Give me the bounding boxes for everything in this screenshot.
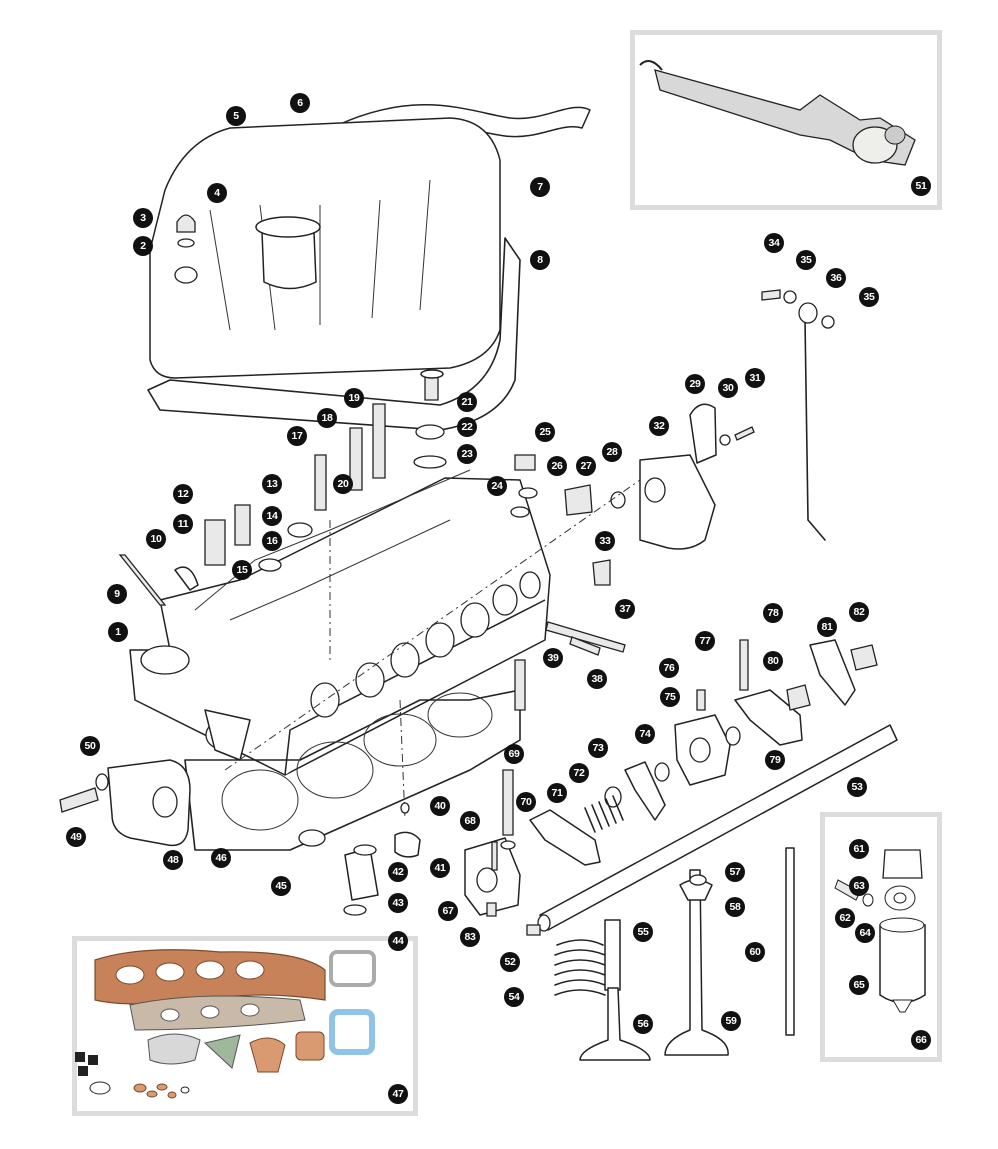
- callout-69: 69: [504, 744, 524, 764]
- callout-42: 42: [388, 862, 408, 882]
- callout-48: 48: [163, 850, 183, 870]
- cover-nut: [176, 214, 196, 233]
- callout-57: 57: [725, 862, 745, 882]
- callout-35b: 35: [859, 287, 879, 307]
- callout-60: 60: [745, 942, 765, 962]
- callout-68: 68: [460, 811, 480, 831]
- callout-27: 27: [576, 456, 596, 476]
- callout-38: 38: [587, 669, 607, 689]
- callout-61: 61: [849, 839, 869, 859]
- callout-12: 12: [173, 484, 193, 504]
- callout-62: 62: [835, 908, 855, 928]
- callout-49: 49: [66, 827, 86, 847]
- callout-71: 71: [547, 783, 567, 803]
- callout-77: 77: [695, 631, 715, 651]
- gasket-set-inset-frame: [72, 936, 418, 1116]
- callout-78: 78: [763, 603, 783, 623]
- callout-34: 34: [764, 233, 784, 253]
- callout-79: 79: [765, 750, 785, 770]
- callout-28: 28: [602, 442, 622, 462]
- callout-56: 56: [633, 1014, 653, 1034]
- manifold-plate: [107, 759, 191, 847]
- callout-44: 44: [388, 931, 408, 951]
- callout-53: 53: [847, 777, 867, 797]
- callout-36: 36: [826, 268, 846, 288]
- callout-80: 80: [763, 651, 783, 671]
- callout-19: 19: [344, 388, 364, 408]
- callout-22: 22: [457, 417, 477, 437]
- callout-73: 73: [588, 738, 608, 758]
- cam-follower-inset-frame: [820, 812, 942, 1062]
- callout-15: 15: [232, 560, 252, 580]
- callout-26: 26: [547, 456, 567, 476]
- callout-17: 17: [287, 426, 307, 446]
- callout-83: 83: [460, 927, 480, 947]
- callout-10: 10: [146, 529, 166, 549]
- callout-32: 32: [649, 416, 669, 436]
- callout-40: 40: [430, 796, 450, 816]
- callout-20: 20: [333, 474, 353, 494]
- callout-35a: 35: [796, 250, 816, 270]
- callout-43: 43: [388, 893, 408, 913]
- callout-64: 64: [855, 923, 875, 943]
- callout-30: 30: [718, 378, 738, 398]
- callout-7: 7: [530, 177, 550, 197]
- callout-24: 24: [487, 476, 507, 496]
- callout-51: 51: [911, 176, 931, 196]
- callout-45: 45: [271, 876, 291, 896]
- callout-31: 31: [745, 368, 765, 388]
- callout-74: 74: [635, 724, 655, 744]
- callout-72: 72: [569, 763, 589, 783]
- callout-18: 18: [317, 408, 337, 428]
- callout-4: 4: [207, 183, 227, 203]
- oil-pipe: [804, 319, 826, 541]
- callout-70: 70: [516, 792, 536, 812]
- callout-11: 11: [173, 514, 193, 534]
- callout-33: 33: [595, 531, 615, 551]
- callout-67: 67: [438, 901, 458, 921]
- callout-25: 25: [535, 422, 555, 442]
- valve-spring: [554, 939, 606, 996]
- pushrod: [785, 847, 795, 1036]
- callout-65: 65: [849, 975, 869, 995]
- callout-76: 76: [659, 658, 679, 678]
- callout-41: 41: [430, 858, 450, 878]
- callout-21: 21: [457, 392, 477, 412]
- callout-81: 81: [817, 617, 837, 637]
- callout-6: 6: [290, 93, 310, 113]
- callout-14: 14: [262, 506, 282, 526]
- callout-50: 50: [80, 736, 100, 756]
- rocker-cover: [149, 117, 501, 379]
- callout-23: 23: [457, 444, 477, 464]
- callout-54: 54: [504, 987, 524, 1007]
- glow-plug-inset-frame: [630, 30, 942, 210]
- callout-82: 82: [849, 602, 869, 622]
- inlet-valve: [579, 987, 651, 1061]
- callout-59: 59: [721, 1011, 741, 1031]
- callout-52: 52: [500, 952, 520, 972]
- callout-58: 58: [725, 897, 745, 917]
- thermostat-plate: [639, 454, 716, 550]
- callout-13: 13: [262, 474, 282, 494]
- callout-8: 8: [530, 250, 550, 270]
- callout-37: 37: [615, 599, 635, 619]
- rocker-spring: [584, 795, 624, 833]
- callout-29: 29: [685, 374, 705, 394]
- callout-2: 2: [133, 236, 153, 256]
- head-gasket: [184, 689, 521, 851]
- callout-39: 39: [543, 648, 563, 668]
- callout-9: 9: [107, 584, 127, 604]
- callout-47: 47: [388, 1084, 408, 1104]
- callout-63: 63: [849, 876, 869, 896]
- callout-66: 66: [911, 1030, 931, 1050]
- callout-16: 16: [262, 531, 282, 551]
- callout-1: 1: [108, 622, 128, 642]
- callout-55: 55: [633, 922, 653, 942]
- callout-46: 46: [211, 848, 231, 868]
- callout-75: 75: [660, 687, 680, 707]
- callout-5: 5: [226, 106, 246, 126]
- callout-3: 3: [133, 208, 153, 228]
